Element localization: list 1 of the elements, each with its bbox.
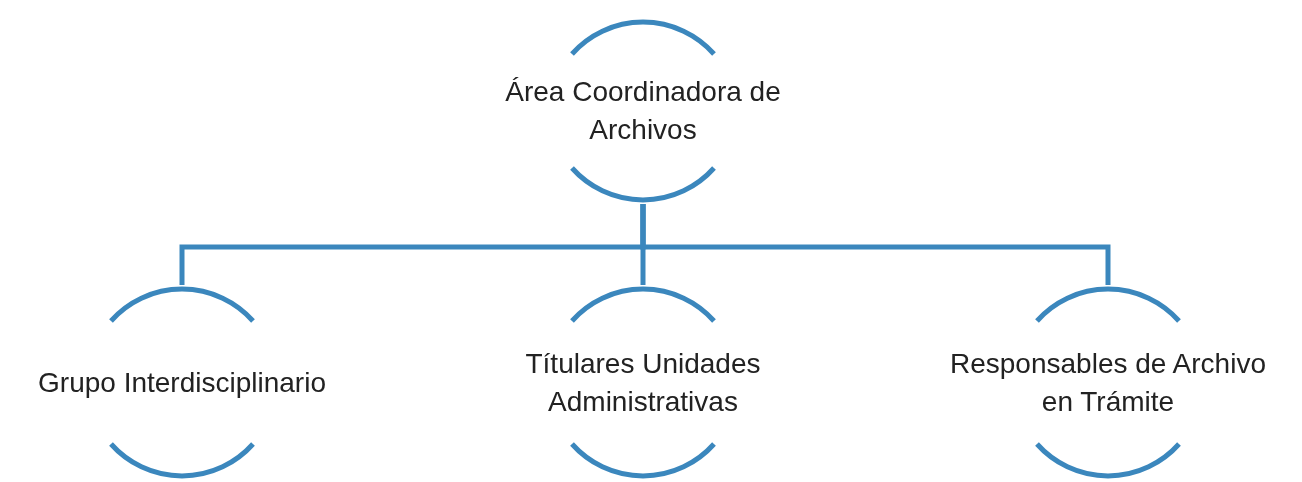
connector-line	[640, 204, 1111, 285]
